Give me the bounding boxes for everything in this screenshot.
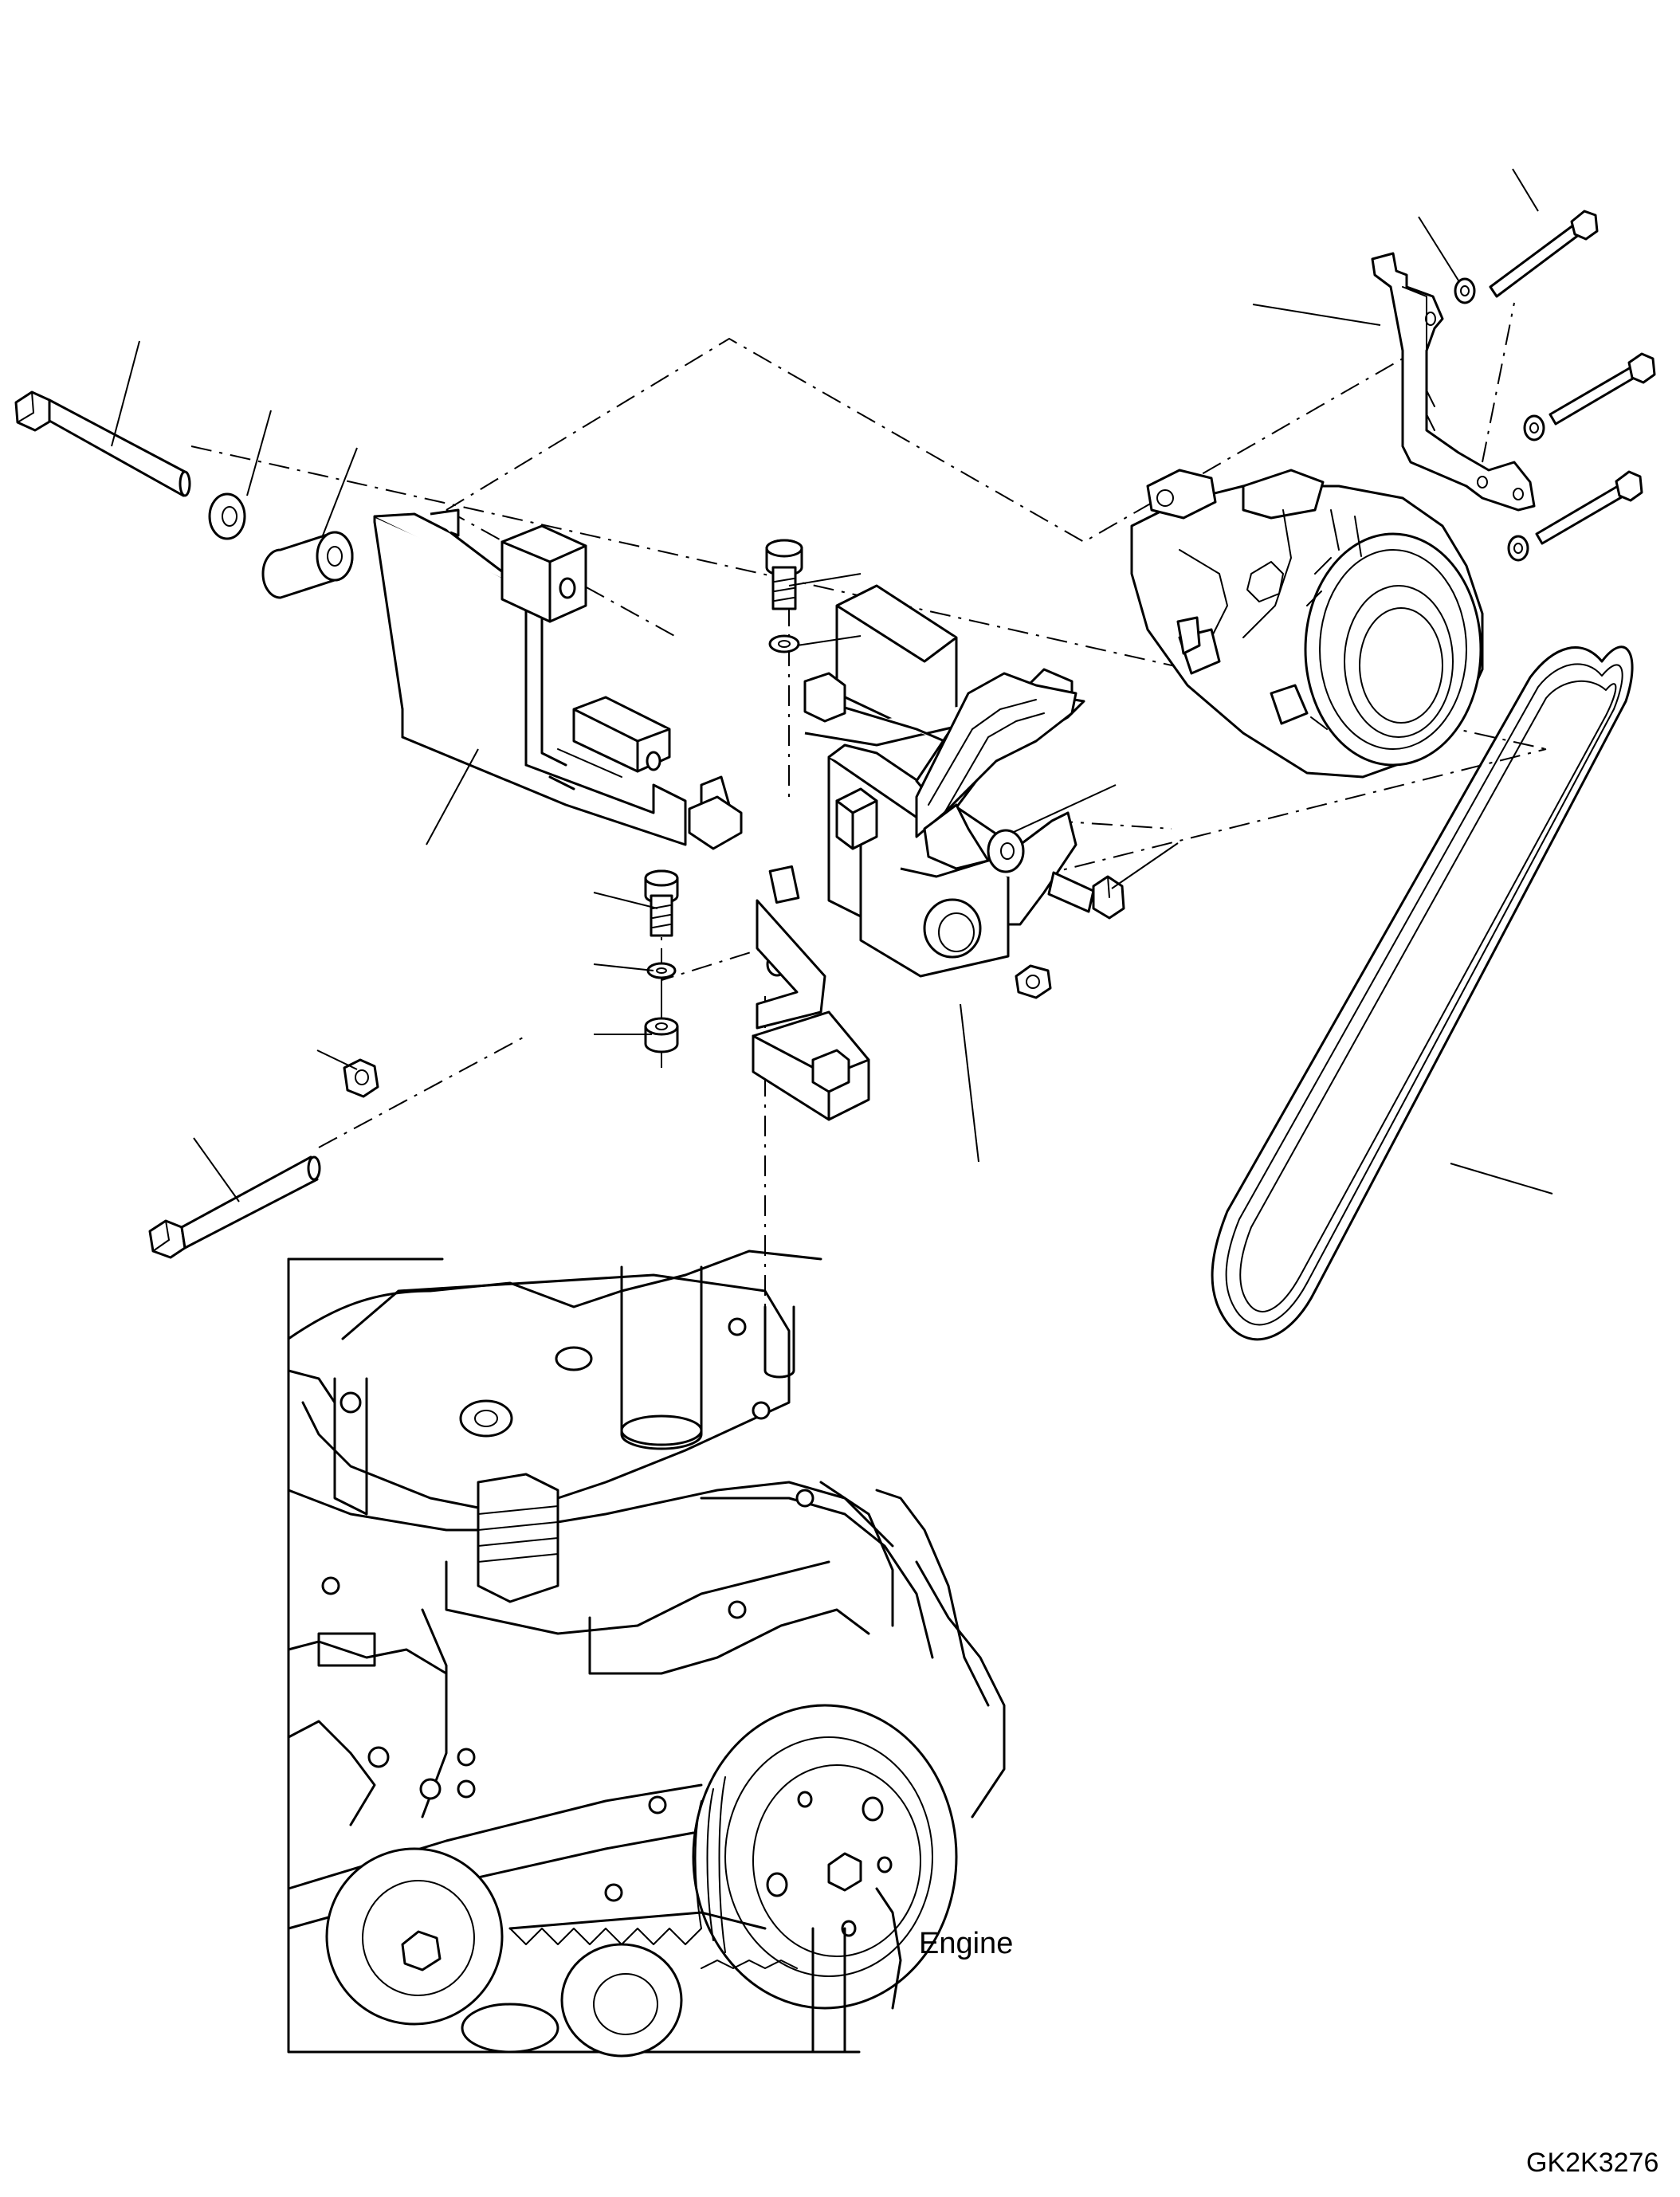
bracket-upper-right [1371, 252, 1536, 512]
bolt-upper-right-1 [1489, 210, 1599, 298]
leader-lines [111, 168, 1553, 1202]
engine-label: Engine [919, 1927, 1014, 1960]
washer-upper-right-3 [1507, 535, 1529, 562]
spacer-collar [261, 531, 354, 599]
bracket-left [373, 508, 687, 846]
engine-inset [287, 1250, 1006, 2058]
washer-upper-right-2 [1523, 414, 1545, 441]
spacer-center-mid [644, 1017, 679, 1053]
ac-compressor [1130, 469, 1484, 779]
washer-center-top [768, 634, 800, 653]
bracket-main [688, 584, 1085, 1121]
bolt-upper-right-3 [1535, 470, 1643, 545]
nut-bracket [1015, 964, 1052, 999]
nut-lower-left [343, 1058, 379, 1098]
washer-center-right [987, 829, 1025, 873]
washer-upper-left [208, 492, 246, 540]
long-bolt-lower [148, 1155, 321, 1259]
v-belt [1211, 645, 1634, 1341]
bolt-center-mid [644, 869, 679, 937]
bolt-upper-right-2 [1549, 352, 1656, 426]
bolt-center-right [1047, 871, 1125, 920]
drawing-code: GK2K3276 [1526, 2148, 1659, 2178]
bolt-center-top [765, 539, 803, 610]
washer-upper-right-1 [1454, 277, 1476, 304]
long-bolt-upper [14, 390, 191, 497]
